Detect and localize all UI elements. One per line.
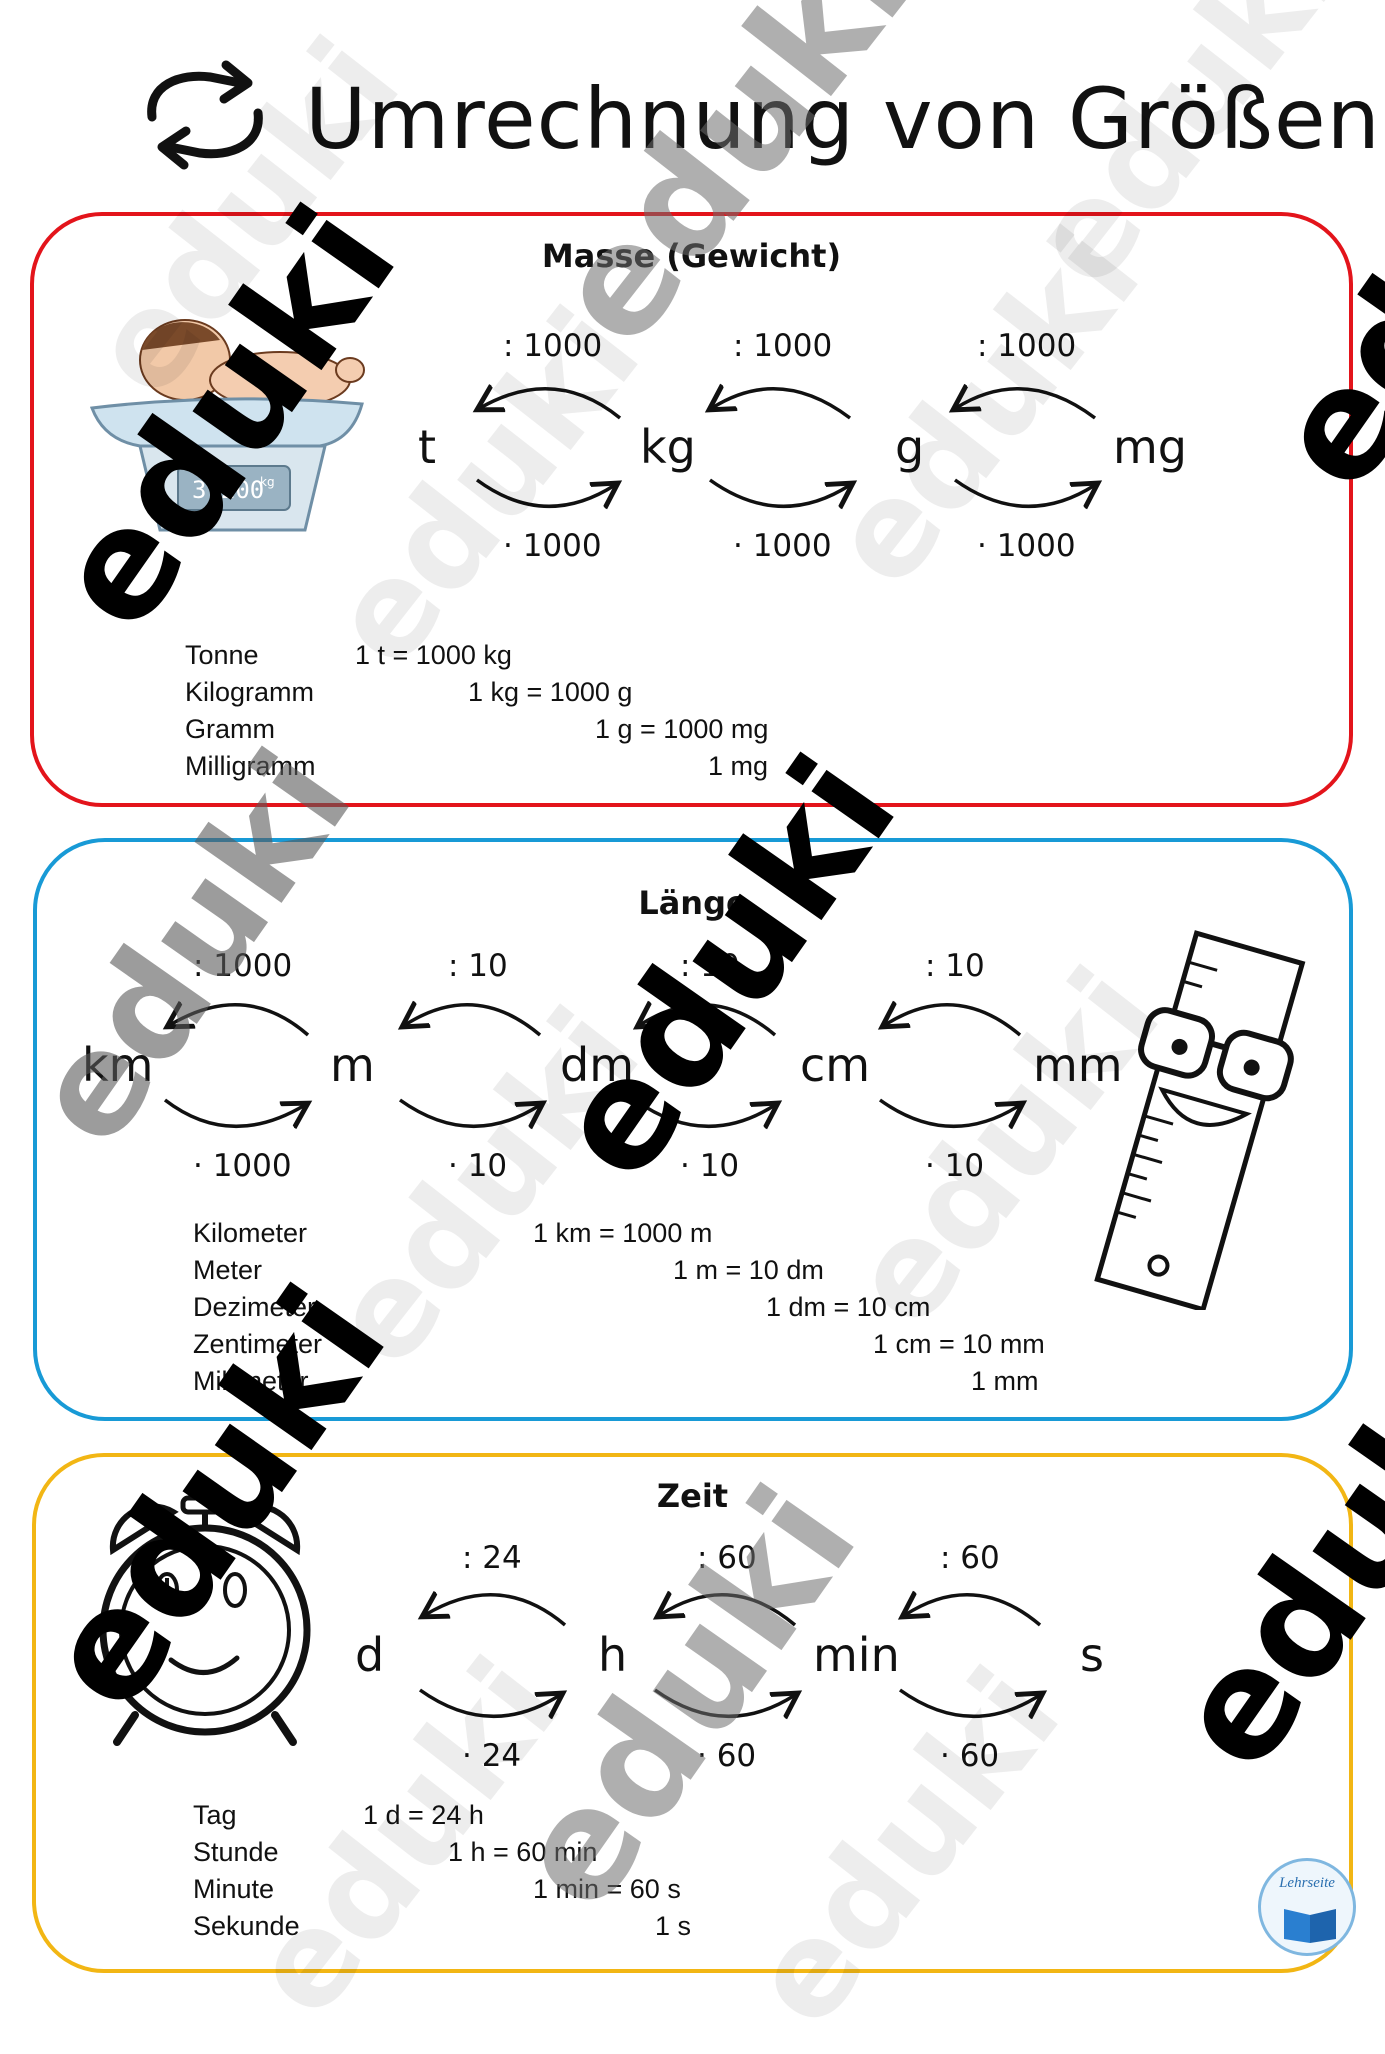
unit-dm: dm xyxy=(560,1038,635,1092)
row-relation: 1 h = 60 min xyxy=(448,1837,598,1867)
unit-t: t xyxy=(418,420,437,474)
length-divide-4: : 10 xyxy=(925,948,985,984)
row-relation: 1 mm xyxy=(971,1366,1039,1396)
time-divide-3: : 60 xyxy=(940,1540,1000,1576)
length-multiply-4: · 10 xyxy=(925,1148,985,1184)
row-name: Milligramm xyxy=(185,751,316,781)
row-relation: 1 km = 1000 m xyxy=(533,1218,713,1248)
row-name: Tonne xyxy=(185,640,259,670)
unit-kg: kg xyxy=(640,420,696,474)
unit-s: s xyxy=(1080,1628,1104,1682)
open-book-icon xyxy=(1284,1909,1336,1943)
table-row: Minute 1 min = 60 s xyxy=(193,1874,893,1911)
row-relation: 1 d = 24 h xyxy=(363,1800,484,1830)
length-multiply-3: · 10 xyxy=(680,1148,740,1184)
unit-h: h xyxy=(598,1628,628,1682)
row-relation: 1 m = 10 dm xyxy=(673,1255,824,1285)
row-name: Stunde xyxy=(193,1837,279,1867)
length-divide-3: : 10 xyxy=(680,948,740,984)
row-name: Zentimeter xyxy=(193,1329,323,1359)
row-name: Minute xyxy=(193,1874,275,1904)
row-relation: 1 cm = 10 mm xyxy=(873,1329,1045,1359)
table-row: Meter 1 m = 10 dm xyxy=(193,1255,1093,1292)
alarm-clock-icon xyxy=(99,1495,311,1746)
unit-km: km xyxy=(82,1038,154,1092)
table-row: Milligramm 1 mg xyxy=(185,751,885,788)
table-row: Zentimeter 1 cm = 10 mm xyxy=(193,1329,1093,1366)
length-panel: Länge xyxy=(33,838,1353,1421)
scale-display: 3.200 xyxy=(192,476,264,504)
length-title: Länge xyxy=(638,884,748,922)
page-title: Umrechnung von Größen xyxy=(305,70,1381,168)
time-multiply-2: · 60 xyxy=(697,1738,757,1774)
table-row: Millimeter 1 mm xyxy=(193,1366,1093,1403)
time-table: Tag 1 d = 24 h Stunde 1 h = 60 min Minute 1… xyxy=(193,1800,893,1948)
mass-title: Masse (Gewicht) xyxy=(541,237,842,275)
row-relation: 1 t = 1000 kg xyxy=(355,640,512,670)
time-title: Zeit xyxy=(656,1477,729,1515)
length-divide-2: : 10 xyxy=(448,948,508,984)
refresh-arrows-icon xyxy=(147,60,263,170)
conversion-arrows xyxy=(0,0,1385,2000)
table-row: Tonne 1 t = 1000 kg xyxy=(185,640,885,677)
unit-min: min xyxy=(813,1628,900,1682)
unit-mg: mg xyxy=(1113,420,1188,474)
mass-divide-3: : 1000 xyxy=(977,328,1077,364)
row-name: Sekunde xyxy=(193,1911,300,1941)
time-multiply-3: · 60 xyxy=(940,1738,1000,1774)
mass-panel: Masse (Gewicht) xyxy=(30,212,1353,807)
unit-d: d xyxy=(355,1628,385,1682)
row-relation: 1 min = 60 s xyxy=(533,1874,681,1904)
row-relation: 1 dm = 10 cm xyxy=(766,1292,931,1322)
time-divide-1: : 24 xyxy=(462,1540,522,1576)
length-divide-1: : 1000 xyxy=(193,948,293,984)
table-row: Stunde 1 h = 60 min xyxy=(193,1837,893,1874)
scale-unit: kg xyxy=(260,475,275,489)
table-row: Sekunde 1 s xyxy=(193,1911,893,1948)
mass-divide-1: : 1000 xyxy=(503,328,603,364)
table-row: Gramm 1 g = 1000 mg xyxy=(185,714,885,751)
table-row: Kilometer 1 km = 1000 m xyxy=(193,1218,1093,1255)
ruler-with-glasses-icon xyxy=(1094,930,1306,1310)
row-name: Meter xyxy=(193,1255,263,1285)
time-divide-2: : 60 xyxy=(697,1540,757,1576)
row-name: Kilogramm xyxy=(185,677,315,707)
table-row: Kilogramm 1 kg = 1000 g xyxy=(185,677,885,714)
unit-m: m xyxy=(330,1038,375,1092)
time-panel: Zeit xyxy=(32,1453,1353,1973)
mass-table: Tonne 1 t = 1000 kg Kilogramm 1 kg = 1000 … xyxy=(185,640,885,788)
badge-text: Lehrseite xyxy=(1279,1875,1335,1891)
row-relation: 1 kg = 1000 g xyxy=(468,677,633,707)
row-name: Millimeter xyxy=(193,1366,309,1396)
mass-divide-2: : 1000 xyxy=(733,328,833,364)
length-multiply-2: · 10 xyxy=(448,1148,508,1184)
mass-multiply-3: · 1000 xyxy=(977,528,1076,564)
row-name: Kilometer xyxy=(193,1218,308,1248)
mass-multiply-2: · 1000 xyxy=(733,528,832,564)
unit-g: g xyxy=(895,420,925,474)
length-multiply-1: · 1000 xyxy=(193,1148,292,1184)
row-relation: 1 s xyxy=(655,1911,692,1941)
baby-on-scale-icon: 3.200 kg xyxy=(89,319,365,532)
row-name: Dezimeter xyxy=(193,1292,317,1322)
row-relation: 1 g = 1000 mg xyxy=(595,714,769,744)
row-name: Tag xyxy=(193,1800,237,1830)
mass-multiply-1: · 1000 xyxy=(503,528,602,564)
table-row: Dezimeter 1 dm = 10 cm xyxy=(193,1292,1093,1329)
table-row: Tag 1 d = 24 h xyxy=(193,1800,893,1837)
row-name: Gramm xyxy=(185,714,275,744)
unit-mm: mm xyxy=(1033,1038,1123,1092)
time-multiply-1: · 24 xyxy=(462,1738,522,1774)
unit-cm: cm xyxy=(800,1038,871,1092)
row-relation: 1 mg xyxy=(708,751,769,781)
lehrseite-badge: Lehrseite xyxy=(1258,1858,1356,1956)
